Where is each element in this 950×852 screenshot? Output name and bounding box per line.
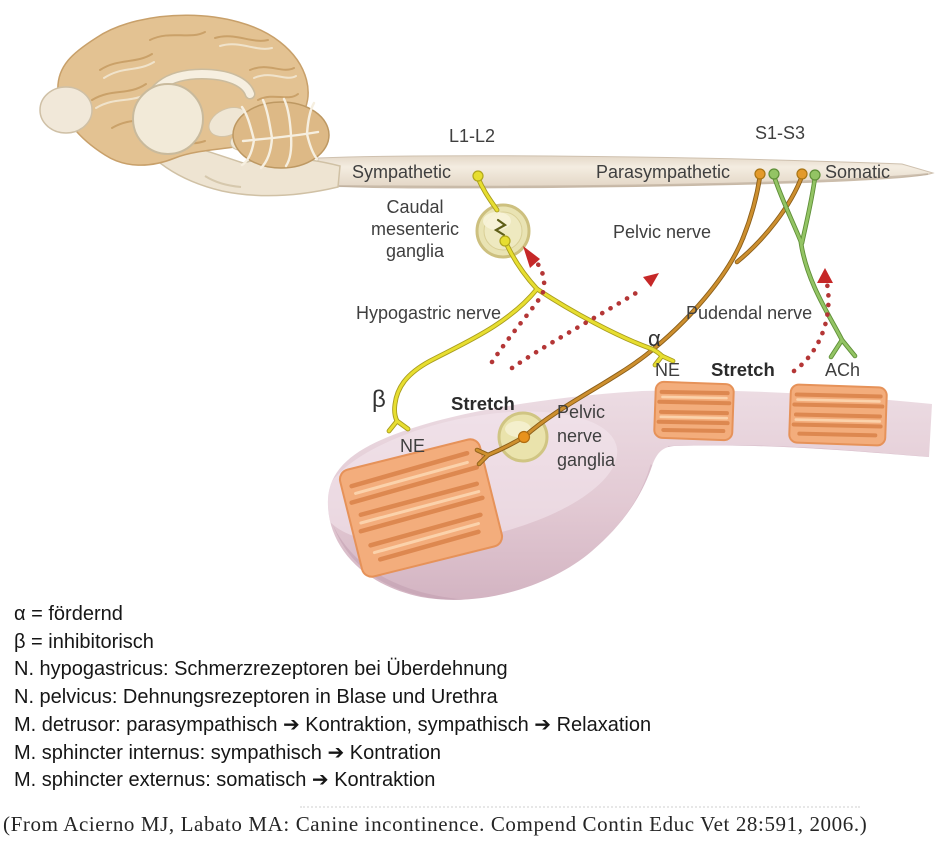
sympathetic-nerve-fibers — [386, 175, 676, 434]
afferent-arrowheads — [523, 246, 833, 287]
label-pelvic-nerve-ganglia: Pelvic nerve ganglia — [557, 402, 616, 470]
note-line-alpha: α = fördernd — [14, 603, 123, 625]
arrowhead-pelvic — [643, 273, 659, 287]
note-line-hypogastricus: N. hypogastricus: Schmerzrezeptoren bei … — [14, 658, 508, 681]
ganglion-soma-dot — [499, 235, 511, 247]
olfactory-bulb — [39, 86, 93, 134]
label-ne-urethra: NE — [655, 360, 681, 380]
label-pelvic-nerve: Pelvic nerve — [613, 222, 712, 242]
afferent-stretch-arrows — [489, 254, 831, 374]
annotation-notes: α = fördernd β = inhibitorisch N. hypoga… — [14, 601, 651, 795]
label-sympathetic: Sympathetic — [352, 162, 452, 182]
pudendal-nerve-fibers — [771, 173, 858, 360]
internal-sphincter-muscle-patch — [653, 380, 735, 442]
label-parasympathetic: Parasympathetic — [596, 162, 731, 182]
thalamus — [132, 83, 204, 155]
parasympathetic-root-dot-2 — [796, 168, 808, 180]
note-line-sphincter-externus: M. sphincter externus: somatisch ➔ Kontr… — [14, 769, 436, 792]
cerebellum-arbor-vitae — [240, 97, 320, 170]
anatomy-artwork — [39, 14, 935, 600]
label-l1-l2: L1-L2 — [449, 126, 496, 146]
internal-sphincter-stripes — [656, 389, 732, 434]
spinal-cord — [317, 155, 935, 189]
note-line-pelvicus: N. pelvicus: Dehnungsrezeptoren in Blase… — [14, 686, 498, 709]
arrowhead-pudendal — [817, 268, 833, 283]
external-sphincter-muscle-patch — [788, 383, 888, 447]
cord-root-dots — [472, 168, 821, 182]
label-alpha: α — [648, 326, 661, 351]
parasympathetic-root-dot-1 — [754, 168, 766, 180]
pelvic-nerve-fibers — [474, 173, 805, 467]
label-ne-bladder: NE — [400, 436, 426, 456]
label-s1-s3: S1-S3 — [755, 123, 806, 143]
note-line-beta: β = inhibitorisch — [14, 630, 154, 653]
faint-artifact-line — [300, 806, 860, 808]
note-line-sphincter-internus: M. sphincter internus: sympathisch ➔ Kon… — [14, 741, 441, 764]
label-somatic: Somatic — [825, 162, 891, 182]
somatic-root-dot-2 — [809, 169, 821, 181]
brain — [39, 14, 341, 197]
pelvic-ganglion-soma — [517, 430, 531, 444]
arrowhead-sympathetic — [523, 246, 540, 268]
detrusor-muscle-patch — [338, 438, 504, 578]
external-sphincter-stripes — [791, 392, 885, 438]
label-caudal-mesenteric-ganglia: Caudal mesenteric ganglia — [370, 197, 460, 261]
afferent-to-pudendal-nerve — [791, 281, 831, 374]
label-stretch-urethra: Stretch — [711, 359, 775, 380]
note-line-detrusor: M. detrusor: parasympathisch ➔ Kontrakti… — [14, 713, 652, 736]
somatic-root-dot-1 — [768, 168, 780, 180]
sympathetic-root-dot — [472, 170, 484, 182]
citation: (From Acierno MJ, Labato MA: Canine inco… — [3, 812, 868, 836]
afferent-to-pelvic-nerve — [509, 290, 639, 371]
caudal-mesenteric-ganglion — [475, 203, 531, 259]
label-stretch-bladder: Stretch — [451, 393, 515, 414]
label-ach: ACh — [825, 360, 861, 380]
cerebellum — [232, 101, 330, 169]
label-beta: β — [372, 386, 386, 413]
label-pudendal-nerve: Pudendal nerve — [686, 303, 813, 323]
ganglion-soma-zigzag — [493, 218, 508, 237]
label-hypogastric-nerve: Hypogastric nerve — [356, 303, 502, 323]
detrusor-stripes — [349, 450, 485, 562]
